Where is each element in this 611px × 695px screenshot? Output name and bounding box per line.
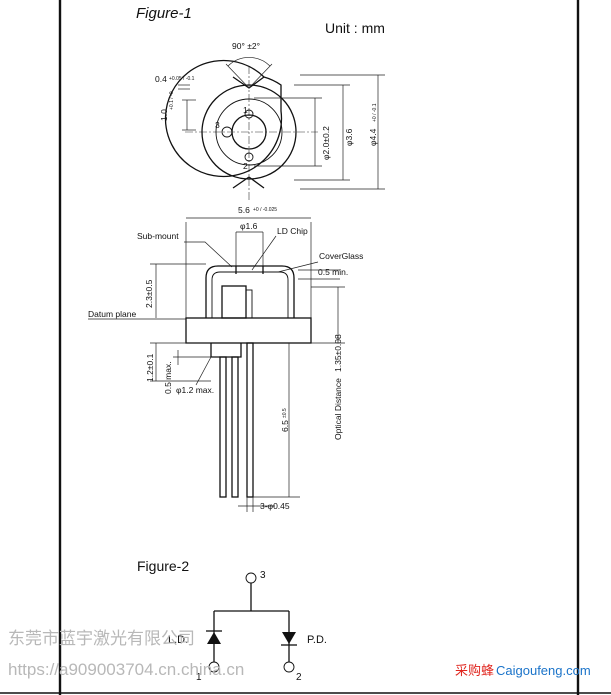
cap-height-label: 2.3±0.5 — [144, 279, 154, 308]
lead-middle — [231, 356, 239, 498]
lead-dia-label: 3-φ0.45 — [260, 501, 290, 511]
stem-dia-label: φ1.2 max. — [176, 385, 214, 395]
figure1-title: Figure-1 — [136, 5, 192, 22]
pin-3-label-fig2: 3 — [260, 570, 266, 581]
watermark-site-cn: 采购蜂 — [455, 663, 494, 678]
cap-body — [205, 265, 295, 318]
stem-body — [210, 343, 242, 358]
top-view: 1 2 3 90° ±2° 0.4 +0.05 / -0.1 1.0 +0.1 … — [155, 41, 385, 200]
node-pin-3 — [245, 572, 257, 584]
node-pin-1 — [208, 661, 220, 673]
flange-width-tol: +0 / -0.025 — [253, 207, 277, 213]
ld-diode-symbol — [207, 632, 221, 644]
window-dia-label: φ1.6 — [240, 221, 258, 231]
stem-height-label: 1.2±0.1 — [145, 353, 155, 382]
optical-distance-label: Optical Distance — [333, 378, 343, 440]
watermark-site-en: Caigoufeng.com — [496, 663, 591, 678]
dia-flange-label: φ4.4 — [368, 128, 378, 146]
watermark-company: 东莞市蓝宇激光有限公司 — [8, 629, 195, 648]
flange-body — [185, 317, 312, 344]
pin-3-label: 3 — [215, 120, 220, 130]
notch-width-value: 0.4 — [155, 74, 167, 84]
figure2-title: Figure-2 — [137, 558, 189, 574]
angle-label: 90° ±2° — [232, 41, 260, 51]
pd-diode-symbol — [282, 632, 296, 644]
glass-gap-label: 0.5 min. — [318, 267, 348, 277]
datum-plane-label: Datum plane — [88, 309, 136, 319]
optical-distance-value: 1.35±0.08 — [333, 334, 343, 372]
notch-depth-value: 1.0 — [159, 109, 169, 121]
watermark-url: https://a909003704.cn.china.cn — [8, 660, 244, 679]
unit-label: Unit : mm — [325, 20, 385, 36]
angle-arc — [227, 57, 271, 67]
pin-2-label-fig2: 2 — [296, 672, 302, 683]
flange-width-value: 5.6 — [238, 205, 250, 215]
figure2-schematic: Figure-2 3 L.D. P.D. 1 2 — [137, 558, 327, 683]
pin-1-label: 1 — [243, 105, 248, 115]
cover-glass-label: CoverGlass — [319, 251, 363, 261]
pin-1-circle — [244, 109, 254, 119]
lead-length-label: 6.5 — [280, 420, 290, 432]
pd-label: P.D. — [307, 634, 327, 646]
ld-label: L.D. — [168, 634, 188, 646]
dia-pin-circle-label: φ2.0±0.2 — [321, 126, 331, 160]
pin-2-label: 2 — [243, 161, 248, 171]
lead-left — [219, 356, 227, 498]
side-view: 5.6 +0 / -0.025 φ1.6 LD Chip Sub-mount C… — [88, 205, 363, 512]
pin-1-label-fig2: 1 — [196, 672, 202, 683]
dia-flange-tol: +0 / -0.1 — [372, 103, 378, 122]
pin-circle — [215, 98, 283, 166]
pin-3-circle — [221, 126, 233, 138]
ld-chip-label: LD Chip — [277, 226, 308, 236]
sub-mount-block — [221, 285, 247, 319]
node-pin-2 — [283, 661, 295, 673]
notch-width-tol: +0.05 / -0.1 — [169, 76, 195, 82]
dia-cap-label: φ3.6 — [344, 128, 354, 146]
lead-length-tol: ±0.5 — [282, 408, 288, 418]
cap-outer-circle — [201, 84, 297, 180]
bottom-index-notch — [232, 176, 265, 189]
watermark: 东莞市蓝宇激光有限公司 https://a909003704.cn.china.… — [8, 629, 591, 679]
lead-right — [246, 342, 254, 498]
stem-chamfer-label: 0.5 max. — [163, 361, 173, 394]
sub-mount-label: Sub-mount — [137, 231, 179, 241]
notch-depth-tol: +0.1 / -0 — [169, 91, 175, 110]
ld-chip — [245, 289, 253, 319]
pin-2-circle — [244, 152, 254, 162]
